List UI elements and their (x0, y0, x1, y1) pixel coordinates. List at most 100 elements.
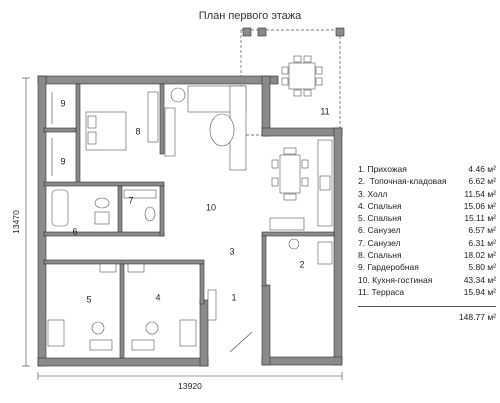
wardrobe (147, 91, 159, 143)
legend-row: 10. Кухня-гостиная 43.34 м² (358, 274, 496, 286)
dining-table (279, 154, 301, 194)
bathroom6-fixtures (51, 189, 110, 227)
wall-boiler-left (261, 235, 267, 287)
chair (281, 77, 289, 86)
chair (283, 147, 297, 155)
terrace-table (288, 62, 316, 90)
legend-room-area: 6.57 м² (468, 225, 496, 236)
legend-row: 5. Спальня 15.11 м² (358, 212, 496, 224)
legend-room-area: 6.31 м² (468, 237, 496, 248)
legend-room-area: 18.02 м² (463, 250, 496, 261)
island (269, 217, 305, 231)
legend-row: 3. Холл 11.54 м² (358, 188, 496, 200)
chair (281, 66, 289, 75)
room-number: 7 (128, 195, 133, 205)
wall-bedrooms-split (119, 263, 125, 359)
dimension-horizontal: 13920 (37, 372, 343, 391)
dimension-width: 13920 (178, 381, 202, 391)
chair (271, 159, 279, 169)
legend-row: 11. Терраса 15.94 м² (358, 286, 496, 298)
desk (89, 339, 113, 351)
room-legend: 1. Прихожая 4.46 м² 2. Топочная-кладовая 6.… (358, 163, 496, 324)
wall-left (37, 75, 47, 367)
storage-shelf (317, 241, 333, 265)
door-swing (229, 331, 253, 353)
wall-entry-left (199, 299, 209, 367)
chair (315, 77, 323, 86)
boiler (288, 238, 300, 250)
exterior-walls (37, 75, 343, 367)
wardrobe (99, 263, 117, 273)
legend-room-area: 4.46 м² (468, 164, 496, 174)
legend-room-name: 5. Спальня (358, 213, 402, 224)
entry-furniture (207, 289, 253, 353)
bedroom5-furniture (47, 263, 117, 351)
room-number: 1 (231, 292, 236, 302)
wall-bedrooms-top (43, 259, 205, 265)
room-number: 5 (86, 294, 91, 304)
room-number: 10 (206, 202, 216, 212)
terrace-post (335, 27, 345, 37)
coffee-table (209, 113, 235, 147)
chair (303, 55, 312, 63)
wall-bath-split (117, 185, 123, 235)
wall-entry-right (261, 284, 271, 366)
legend-row: 2. Топочная-кладовая 6.62 м² (358, 175, 496, 187)
wall-bedroom8-right (159, 83, 165, 155)
bed-room8 (85, 91, 159, 151)
wall-right (333, 127, 343, 366)
terrace-post (242, 27, 252, 37)
legend-room-area: 43.34 м² (463, 274, 496, 285)
chair (283, 193, 297, 201)
wall-top (37, 75, 279, 85)
wall-terrace-bottom (261, 127, 343, 137)
room-number: 6 (72, 226, 77, 236)
chair (293, 89, 302, 97)
legend-room-name: 4. Спальня (358, 200, 402, 211)
bed (47, 319, 65, 347)
legend-room-area: 6.62 м² (468, 176, 496, 187)
legend-room-name: 3. Холл (358, 188, 388, 199)
room-number: 3 (229, 246, 234, 256)
chair (301, 177, 309, 187)
legend-room-name: 1. Прихожая (358, 164, 407, 174)
bathtub (51, 189, 69, 227)
pillow (87, 115, 97, 129)
room-number: 9 (60, 98, 65, 108)
terrace-post (257, 27, 267, 37)
room-number: 4 (155, 292, 160, 302)
chair (145, 321, 159, 335)
legend-room-area: 11.54 м² (464, 188, 496, 199)
wall-bottom-left (37, 357, 209, 367)
legend-room-name: 10. Кухня-гостиная (358, 274, 433, 285)
wall-bedroom8-bottom (43, 181, 165, 187)
wall-bath-bottom (43, 231, 165, 237)
toilet (144, 206, 156, 222)
legend-total: 148.77 м² (358, 306, 496, 323)
bed (179, 319, 197, 347)
legend-row: 4. Спальня 15.06 м² (358, 200, 496, 212)
plant (170, 87, 186, 103)
room-number: 2 (299, 259, 304, 269)
chair (301, 159, 309, 169)
dimension-height: 13470 (11, 210, 21, 234)
shoe-rack (207, 289, 217, 321)
legend-room-name: 11. Терраса (358, 286, 405, 297)
boiler-fixtures (288, 238, 333, 265)
pillow (87, 131, 97, 145)
legend-room-area: 15.94 м² (463, 286, 496, 297)
chair (293, 55, 302, 63)
legend-room-name: 2. Топочная-кладовая (358, 176, 447, 187)
living-furniture (164, 85, 333, 231)
wall-boiler-top (261, 231, 335, 237)
wall-wardrobe-split (43, 127, 77, 133)
wall-bedroom4-right (199, 263, 205, 305)
legend-room-area: 15.06 м² (463, 200, 496, 211)
legend-room-area: 15.11 м² (464, 213, 496, 224)
stove (319, 175, 331, 191)
